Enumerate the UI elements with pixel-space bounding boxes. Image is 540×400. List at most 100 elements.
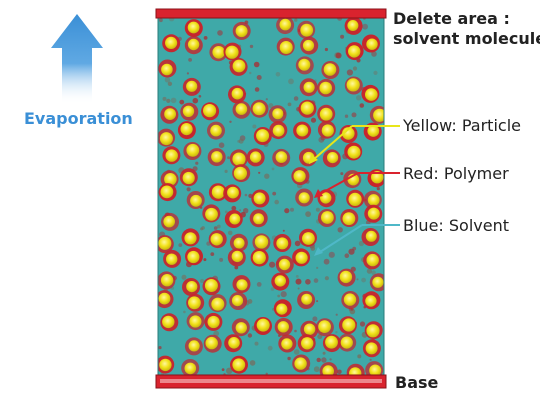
particle bbox=[210, 124, 222, 137]
particle bbox=[320, 192, 332, 204]
polymer-speck bbox=[158, 346, 162, 350]
yellow-pointer bbox=[309, 125, 400, 164]
particle bbox=[232, 59, 246, 73]
blue-pointer bbox=[314, 224, 400, 256]
polymer-speck bbox=[361, 277, 366, 283]
polymer-speck bbox=[282, 229, 285, 232]
polymer-speck bbox=[335, 313, 338, 316]
particle bbox=[204, 279, 218, 292]
polymer-speck bbox=[252, 124, 257, 129]
polymer-speck bbox=[274, 199, 280, 205]
particle bbox=[256, 129, 270, 143]
polymer-speck bbox=[238, 138, 244, 144]
particle bbox=[164, 108, 177, 120]
delete-area-label: Delete area : solvent molecule bbox=[393, 9, 540, 49]
polymer-speck bbox=[305, 279, 311, 285]
base-bar bbox=[155, 374, 387, 389]
polymer-speck bbox=[198, 95, 202, 98]
polymer-speck bbox=[351, 112, 357, 118]
polymer-speck bbox=[265, 372, 268, 375]
polymer-speck bbox=[284, 208, 290, 214]
particle bbox=[278, 258, 291, 271]
polymer-speck bbox=[371, 270, 376, 276]
polymer-speck bbox=[186, 187, 191, 192]
particle bbox=[322, 365, 335, 377]
polymer-speck bbox=[316, 357, 321, 363]
polymer-speck bbox=[356, 95, 362, 101]
polymer-speck bbox=[268, 103, 274, 109]
particle bbox=[205, 207, 218, 221]
polymer-speck bbox=[195, 161, 199, 165]
polymer-speck bbox=[249, 44, 254, 49]
polymer-speck bbox=[272, 191, 277, 196]
polymer-speck bbox=[357, 354, 362, 359]
particle bbox=[159, 132, 173, 146]
polymer-speck bbox=[313, 366, 320, 373]
polymer-speck bbox=[290, 207, 294, 212]
polymer-speck bbox=[312, 316, 318, 322]
evaporation-arrow-icon bbox=[51, 14, 103, 104]
particle bbox=[211, 151, 223, 163]
particle bbox=[318, 320, 331, 333]
particle bbox=[211, 297, 225, 311]
polymer-speck bbox=[337, 227, 343, 233]
particle bbox=[160, 274, 174, 287]
particle bbox=[274, 275, 286, 287]
particle bbox=[180, 123, 193, 136]
polymer-speck bbox=[294, 329, 297, 333]
polymer-speck bbox=[249, 360, 256, 366]
polymer-speck bbox=[280, 291, 287, 298]
particle bbox=[321, 211, 334, 224]
polymer-speck bbox=[229, 120, 232, 124]
particle bbox=[256, 318, 270, 332]
particle bbox=[207, 315, 220, 329]
polymer-speck bbox=[201, 226, 205, 230]
polymer-speck bbox=[340, 172, 344, 176]
particle bbox=[372, 276, 384, 288]
polymer-speck bbox=[226, 367, 233, 374]
polymer-speck bbox=[200, 278, 205, 284]
polymer-speck bbox=[270, 287, 275, 291]
evaporation-label: Evaporation bbox=[24, 109, 133, 128]
particle bbox=[227, 186, 239, 199]
particle bbox=[373, 108, 384, 122]
particle bbox=[231, 250, 243, 263]
polymer-speck bbox=[297, 287, 300, 290]
particle bbox=[249, 151, 262, 163]
polymer-speck bbox=[216, 224, 221, 229]
particle bbox=[293, 170, 306, 183]
particle bbox=[366, 38, 378, 50]
particle bbox=[279, 41, 293, 54]
polymer-speck bbox=[234, 265, 239, 270]
particle bbox=[298, 192, 310, 204]
polymer-speck bbox=[254, 87, 260, 92]
particle bbox=[231, 87, 244, 100]
particle bbox=[235, 25, 248, 38]
particle bbox=[232, 358, 246, 372]
particle bbox=[347, 145, 361, 159]
polymer-speck bbox=[277, 294, 281, 298]
polymer-speck bbox=[324, 276, 329, 281]
polymer-speck bbox=[265, 98, 268, 101]
particle bbox=[348, 45, 361, 58]
particle bbox=[342, 127, 355, 140]
polymer-speck bbox=[192, 97, 199, 104]
particle bbox=[365, 88, 378, 101]
polymer-speck bbox=[224, 169, 228, 173]
polymer-speck bbox=[213, 226, 218, 230]
polymer-speck bbox=[288, 78, 294, 85]
polymer-speck bbox=[275, 72, 281, 77]
particle bbox=[346, 78, 360, 92]
particle bbox=[186, 281, 198, 293]
particle bbox=[160, 185, 174, 199]
polymer-speck bbox=[162, 96, 167, 101]
polymer-speck bbox=[340, 34, 345, 39]
delete-area-line2: solvent molecule bbox=[393, 29, 540, 48]
polymer-speck bbox=[227, 230, 233, 236]
particle bbox=[165, 149, 178, 162]
polymer-speck bbox=[256, 75, 262, 80]
particle bbox=[319, 107, 333, 121]
polymer-speck bbox=[344, 114, 349, 118]
red-pointer bbox=[314, 172, 400, 198]
polymer-speck bbox=[371, 51, 377, 57]
